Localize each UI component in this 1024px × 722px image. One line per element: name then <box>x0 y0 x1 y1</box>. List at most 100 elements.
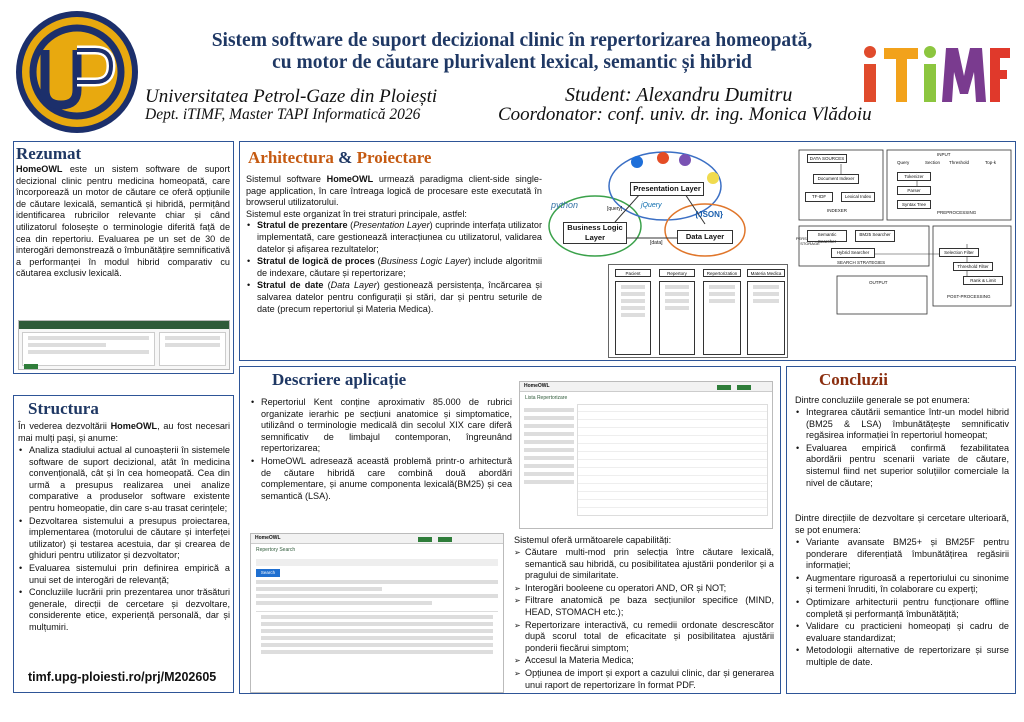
shot-title-2: Repertory Search <box>256 547 296 553</box>
arhitectura-p1-a: Sistemul software <box>246 174 327 184</box>
indexer-label: INDEXER <box>827 208 848 213</box>
structura-intro-a: În vederea dezvoltării <box>18 421 111 431</box>
arhitectura-panel: Arhitectura & Proiectare Sistemul softwa… <box>239 141 1016 361</box>
capability-4: Repertorizare interactivă, cu remedii or… <box>514 620 774 655</box>
bm25-searcher-box: BM25 Searcher <box>855 230 895 242</box>
rezumat-brand: HomeOWL <box>16 164 63 174</box>
arhitectura-item-3: Stratul de date (Data Layer) gestionează… <box>246 280 542 315</box>
arhitectura-item-2: Stratul de logică de proces (Business Lo… <box>246 256 542 279</box>
shot-search-button[interactable]: Search <box>256 569 280 577</box>
concluzii-list-2: Variante avansate BM25+ și BM25F pentru … <box>795 537 1009 670</box>
university-logo <box>15 10 139 134</box>
app-tab-patient: Pacient <box>615 269 651 277</box>
app-panel-repertory <box>659 281 695 355</box>
search-diagram-svg <box>798 149 1012 315</box>
layer-diagram-svg <box>548 151 746 257</box>
itimf-logo-icon <box>864 46 1010 102</box>
arhitectura-heading: Arhitectura & Proiectare <box>248 148 431 168</box>
capability-3: Filtrare anatomică pe baza secțiunilor s… <box>514 595 774 618</box>
rank-limit-box: Rank & Limit <box>963 276 1003 285</box>
search-screenshot: HomeOWL Repertory Search Search <box>250 533 504 693</box>
json-label: {JSON} <box>695 210 724 219</box>
structura-item-4: Concluziile lucrării prin prezentarea un… <box>18 587 230 633</box>
university-logo-icon <box>16 11 138 133</box>
layer-diagram: Presentation Layer Business Logic Layer … <box>545 148 750 260</box>
descriere-heading: Descriere aplicație <box>272 370 407 389</box>
threshold-input-label: Threshold <box>949 160 970 165</box>
rezumat-text: HomeOWL este un sistem software de supor… <box>16 164 230 280</box>
shot-title-1: Lista Repertorizare <box>525 395 568 401</box>
threshold-filter-box: Threshold Filter <box>953 262 993 271</box>
arhitectura-heading-a: Arhitectura <box>248 148 334 167</box>
structura-brand: HomeOWL <box>110 421 158 431</box>
query-input-label: Query <box>897 160 910 165</box>
hybrid-searcher-box: Hybrid Searcher <box>831 248 875 258</box>
data-layer-box: Data Layer <box>677 230 733 244</box>
arhitectura-heading-amp: & <box>333 148 357 167</box>
topk-input-label: Top-k <box>985 160 997 165</box>
business-layer-box: Business Logic Layer <box>563 222 627 244</box>
data-sources-box: DATA SOURCES <box>807 154 847 163</box>
title-line-2: cu motor de căutare plurivalent lexical,… <box>272 52 752 73</box>
rezumat-body: este un sistem software de suport decizi… <box>16 164 230 279</box>
jquery-label: jQuery <box>641 202 662 209</box>
project-url[interactable]: timf.upg-ploiesti.ro/prj/M202605 <box>28 670 217 684</box>
university-name: Universitatea Petrol-Gaze din Ploiești <box>145 86 438 107</box>
python-label: python <box>551 200 579 210</box>
capabilities-intro: Sistemul oferă următoarele capabilități: <box>514 535 672 545</box>
itimf-logo <box>860 38 1010 108</box>
rezumat-screenshot <box>18 320 230 370</box>
search-engine-diagram: DATA SOURCES Document Indexer TF-IDF Lex… <box>796 144 1013 320</box>
app-panel-materia <box>747 281 785 355</box>
descriere-panel: Descriere aplicație Repertoriul Kent con… <box>239 366 781 694</box>
directie-4: Validare cu practicieni homeopați și cad… <box>795 621 1009 644</box>
structura-panel: Structura În vederea dezvoltării HomeOWL… <box>13 395 234 693</box>
selection-filter-box: Selection Filter <box>939 248 979 257</box>
shot-brand-1: HomeOWL <box>524 383 550 389</box>
descriere-item-2: HomeOWL adresează această problemă print… <box>250 456 512 502</box>
capability-6: Opțiunea de import și export a cazului c… <box>514 668 774 691</box>
app-tab-repertorization: Repertorization <box>703 269 741 277</box>
parser-box: Parser <box>897 186 931 195</box>
output-label: OUTPUT <box>869 280 888 285</box>
tfidf-box: TF-IDF <box>805 192 833 202</box>
arhitectura-list: Stratul de prezentare (Presentation Laye… <box>246 220 542 315</box>
concluzii-panel: Concluzii Dintre concluziile generale se… <box>786 366 1016 694</box>
app-diagram: Pacient Repertory Repertorization Materi… <box>608 264 788 358</box>
syntax-tree-box: Syntax Tree <box>897 200 931 209</box>
arhitectura-brand: HomeOWL <box>326 174 374 184</box>
directie-2: Augmentare riguroasă a repertoriului cu … <box>795 573 1009 596</box>
shot-brand-2: HomeOWL <box>255 535 281 541</box>
poster-title: Sistem software de suport decizional cli… <box>150 30 874 74</box>
input-label: INPUT <box>937 152 951 157</box>
capability-2: Interogări booleene cu operatori AND, OR… <box>514 583 774 595</box>
preprocessing-label: PREPROCESSING <box>937 210 977 215</box>
app-panel-patient <box>615 281 651 355</box>
concluzii-heading: Concluzii <box>819 370 888 389</box>
arhitectura-p1-b: urmează paradigma client-side single-pag… <box>246 174 542 208</box>
data-label: [data] <box>650 240 663 246</box>
concluzie-2: Evaluarea empirică confirmă fezabilitate… <box>795 443 1009 489</box>
search-strategies-label: SEARCH STRATEGIES <box>837 260 886 265</box>
arhitectura-text: Sistemul software HomeOWL urmează paradi… <box>246 174 542 316</box>
structura-list: Analiza stadiului actual al cunoașterii … <box>18 445 230 635</box>
directie-1: Variante avansate BM25+ și BM25F pentru … <box>795 537 1009 572</box>
capabilities-list: Căutare multi-mod prin selecția între că… <box>514 547 774 692</box>
concluzii-list-1: Integrarea căutării semantice într-un mo… <box>795 407 1009 490</box>
concluzii-intro-2: Dintre direcțiile de dezvoltare și cerce… <box>795 513 1009 535</box>
app-tab-materia: Materia Medica <box>747 269 785 277</box>
student-name: Student: Alexandru Dumitru <box>565 84 793 106</box>
arhitectura-heading-b: Proiectare <box>356 148 432 167</box>
semantic-searcher-box: Semantic Searcher <box>807 230 847 244</box>
arhitectura-p2: Sistemul este organizat în trei straturi… <box>246 208 467 219</box>
structura-intro: În vederea dezvoltării HomeOWL, au fost … <box>18 421 230 444</box>
capability-5: Accesul la Materia Medica; <box>514 655 774 667</box>
structura-item-1: Analiza stadiului actual al cunoașterii … <box>18 445 230 515</box>
structura-intro-b: , au fost necesari mai mulți pași, și an… <box>18 421 230 443</box>
arhitectura-item-1: Stratul de prezentare (Presentation Laye… <box>246 220 542 255</box>
repertorization-screenshot: HomeOWL Lista Repertorizare <box>519 381 773 529</box>
tokenizer-box: Tokenizer <box>897 172 931 181</box>
app-panel-repertorization <box>703 281 741 355</box>
descriere-item-1: Repertoriul Kent conține aproximativ 85.… <box>250 397 512 455</box>
directie-3: Optimizare arhitecturii pentru funcționa… <box>795 597 1009 620</box>
